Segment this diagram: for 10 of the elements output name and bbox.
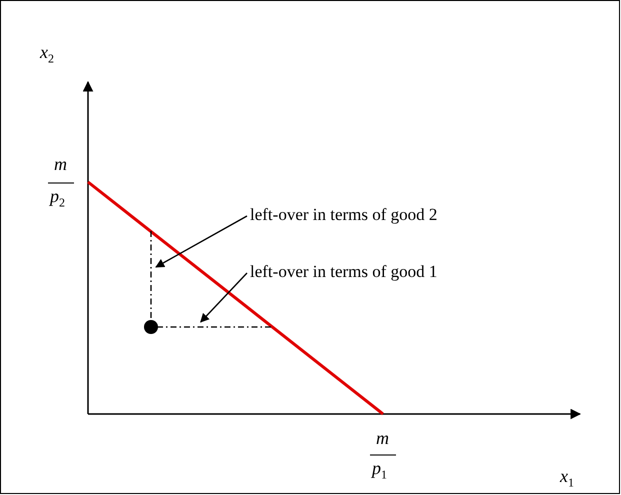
fraction-denominator: p$_{2}$ [50, 186, 65, 211]
axis-label: x$_{2}$ [40, 42, 54, 67]
axis-label: x$_{1}$ [560, 466, 574, 491]
fraction-numerator: m [54, 154, 67, 175]
leader-arrow [155, 215, 248, 268]
annotation-text: left-over in terms of good 2 [250, 205, 438, 225]
fraction-numerator: m [376, 428, 389, 449]
annotation-text: left-over in terms of good 1 [250, 262, 438, 282]
fraction-denominator: p$_{1}$ [372, 458, 387, 483]
leader-arrow [200, 272, 248, 323]
